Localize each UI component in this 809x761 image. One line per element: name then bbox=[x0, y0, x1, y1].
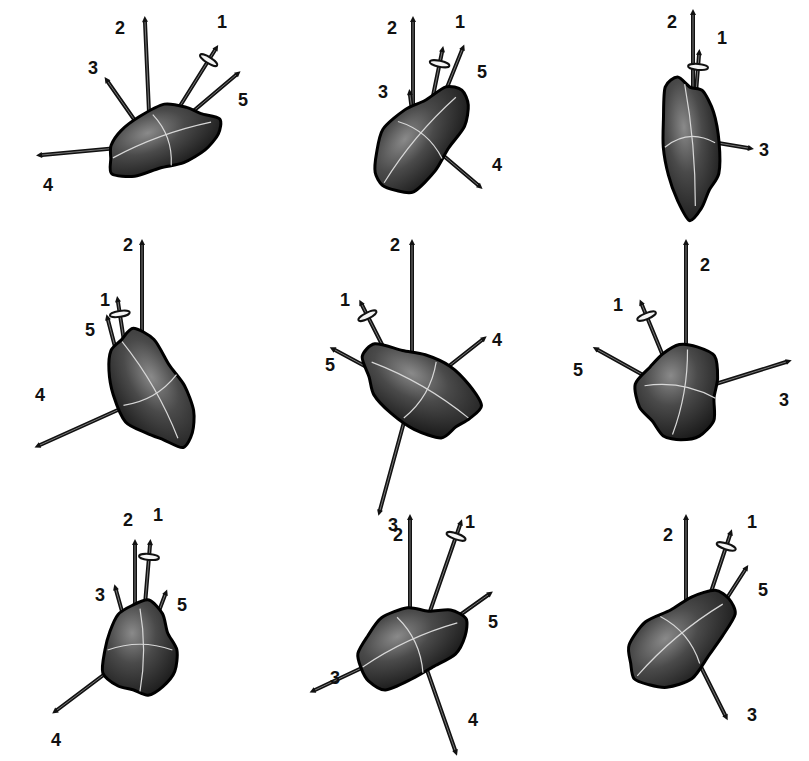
callout-number: 1 bbox=[153, 506, 163, 524]
object-blob bbox=[657, 74, 725, 223]
callout-number: 2 bbox=[667, 13, 677, 31]
callout-number: 1 bbox=[340, 291, 350, 309]
callout-number: 2 bbox=[123, 236, 133, 254]
object-blob bbox=[627, 337, 726, 446]
callout-number: 2 bbox=[390, 236, 400, 254]
callout-number: 5 bbox=[177, 596, 187, 614]
callout-number: 4 bbox=[492, 331, 502, 349]
callout-number: 2 bbox=[115, 19, 125, 37]
callout-number: 5 bbox=[758, 581, 768, 599]
callout-number: 1 bbox=[217, 13, 227, 31]
callout-number: 4 bbox=[468, 711, 478, 729]
callout-number: 4 bbox=[51, 731, 61, 749]
callout-number: 5 bbox=[477, 63, 487, 81]
callout-number: 2 bbox=[123, 511, 133, 529]
callout-number: 3 bbox=[779, 391, 789, 409]
callout-number: 3 bbox=[330, 669, 340, 687]
callout-number: 1 bbox=[613, 296, 623, 314]
callout-number: 1 bbox=[747, 513, 757, 531]
object-blob bbox=[343, 325, 491, 453]
callout-number: 3 bbox=[747, 706, 757, 724]
callout-number: 4 bbox=[43, 176, 53, 194]
callout-number: 5 bbox=[325, 356, 335, 374]
callout-number: 4 bbox=[35, 386, 45, 404]
callout-number: 1 bbox=[100, 291, 110, 309]
object-blob bbox=[86, 320, 211, 466]
object-blob bbox=[611, 571, 753, 707]
callout-number: 5 bbox=[488, 613, 498, 631]
callout-number: 5 bbox=[238, 91, 248, 109]
callout-number: 5 bbox=[573, 361, 583, 379]
callout-number: 3 bbox=[759, 141, 769, 159]
callout-number: 3 bbox=[378, 83, 388, 101]
object-blob bbox=[95, 88, 230, 188]
object-blob bbox=[102, 600, 177, 695]
callout-number: 2 bbox=[700, 256, 710, 274]
callout-number: 1 bbox=[465, 513, 475, 531]
callout-number: 4 bbox=[492, 156, 502, 174]
callout-number: 1 bbox=[455, 13, 465, 31]
callout-number: 5 bbox=[85, 321, 95, 339]
callout-number: 3 bbox=[95, 586, 105, 604]
callout-number: 2 bbox=[387, 19, 397, 37]
object-blob bbox=[345, 585, 479, 697]
callout-number: 1 bbox=[717, 29, 727, 47]
callout-number: 2 bbox=[663, 526, 673, 544]
callout-number: 3 bbox=[88, 59, 98, 77]
object-blob bbox=[355, 67, 486, 205]
callout-number: 2 bbox=[393, 526, 403, 544]
